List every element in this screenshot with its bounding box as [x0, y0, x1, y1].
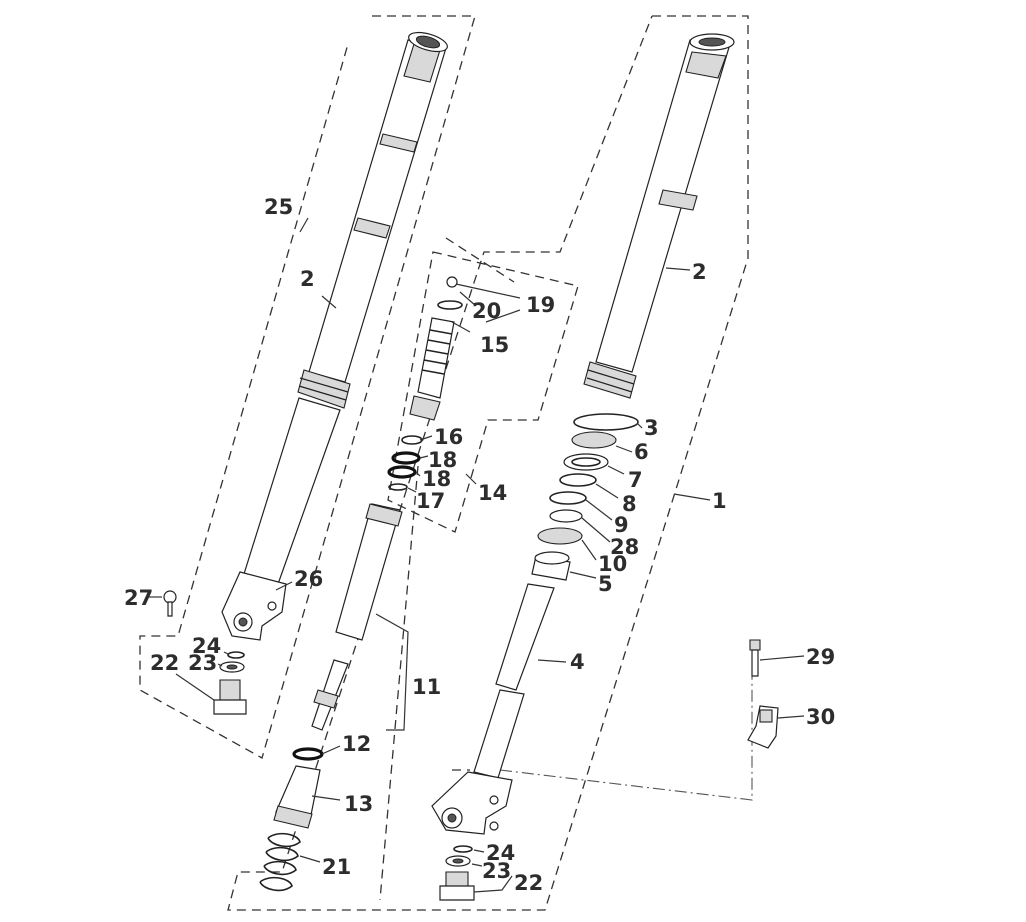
callout-30: 30 — [806, 705, 835, 729]
dust-seal-6 — [571, 431, 617, 449]
brake-hose-bracket — [747, 639, 779, 749]
clip-9 — [549, 491, 587, 505]
callout-2-right: 2 — [692, 260, 707, 284]
cartridge-tube-11 — [335, 503, 401, 641]
callout-7: 7 — [628, 468, 643, 492]
callout-25: 25 — [264, 195, 293, 219]
washer-8 — [559, 473, 597, 487]
left-fork — [163, 31, 448, 715]
callout-11: 11 — [412, 675, 441, 699]
left-pinch-bolt — [163, 590, 177, 617]
right-oring-24 — [453, 845, 473, 853]
right-fork — [431, 33, 735, 901]
connector-bracket — [499, 676, 753, 801]
callout-24-left: 24 — [192, 634, 221, 658]
callout-20: 20 — [472, 299, 501, 323]
callout-14: 14 — [478, 481, 507, 505]
callout-18b: 18 — [422, 467, 451, 491]
callout-15: 15 — [480, 333, 509, 357]
callout-18a: 18 — [428, 448, 457, 472]
ring-17 — [388, 483, 408, 491]
boundary-cartridge — [387, 251, 579, 533]
valve-assembly-15 — [417, 317, 455, 399]
oil-seal-7 — [563, 453, 609, 471]
callout-labels: 25 2 26 27 24 22 23 19 20 15 16 18 18 17… — [124, 195, 835, 895]
boundary-right-fork — [227, 15, 749, 911]
callout-9: 9 — [614, 513, 629, 537]
oring-20 — [437, 300, 463, 310]
callout-17: 17 — [416, 489, 445, 513]
outer-tube-lower — [473, 689, 525, 779]
callout-16: 16 — [434, 425, 463, 449]
callout-12: 12 — [342, 732, 371, 756]
callout-27: 27 — [124, 586, 153, 610]
right-bottom-bolt-22 — [439, 871, 475, 901]
ring-16 — [401, 435, 423, 445]
callout-23-left: 23 — [188, 651, 217, 675]
callout-10: 10 — [598, 552, 627, 576]
callout-28: 28 — [610, 535, 639, 559]
callout-26: 26 — [294, 567, 323, 591]
callout-19: 19 — [526, 293, 555, 317]
leader-lines — [148, 217, 805, 893]
right-upper-tube — [595, 39, 731, 373]
fork-spring-21 — [259, 832, 301, 892]
callout-6: 6 — [634, 440, 649, 464]
bolt-29 — [749, 639, 761, 677]
callout-22-left: 22 — [150, 651, 179, 675]
callout-23-right: 23 — [482, 859, 511, 883]
left-oring-24 — [227, 651, 245, 659]
ring-28 — [549, 509, 583, 523]
callout-29: 29 — [806, 645, 835, 669]
callout-3: 3 — [644, 416, 659, 440]
callout-21: 21 — [322, 855, 351, 879]
ring-18a — [391, 451, 421, 465]
boundary-damper-rod — [379, 465, 419, 901]
circlip-3 — [573, 413, 639, 431]
callout-4: 4 — [570, 650, 585, 674]
left-lower-tube — [243, 397, 341, 585]
ring-18b — [387, 465, 417, 479]
boundary-valve — [445, 237, 515, 283]
callout-22-right: 22 — [514, 871, 543, 895]
left-upper-tube — [308, 39, 447, 383]
oring-12 — [292, 747, 324, 761]
valve-screw-19 — [446, 276, 458, 288]
callout-2-left: 2 — [300, 267, 315, 291]
left-bottom-bolt-22 — [213, 679, 247, 715]
cartridge — [259, 276, 463, 892]
assembly-boundaries — [139, 15, 753, 911]
outer-tube-4 — [495, 583, 555, 691]
callout-24-right: 24 — [486, 841, 515, 865]
callout-8: 8 — [622, 492, 637, 516]
callout-1: 1 — [712, 489, 727, 513]
callout-5: 5 — [598, 572, 613, 596]
callout-13: 13 — [344, 792, 373, 816]
bushing-10 — [537, 527, 583, 545]
